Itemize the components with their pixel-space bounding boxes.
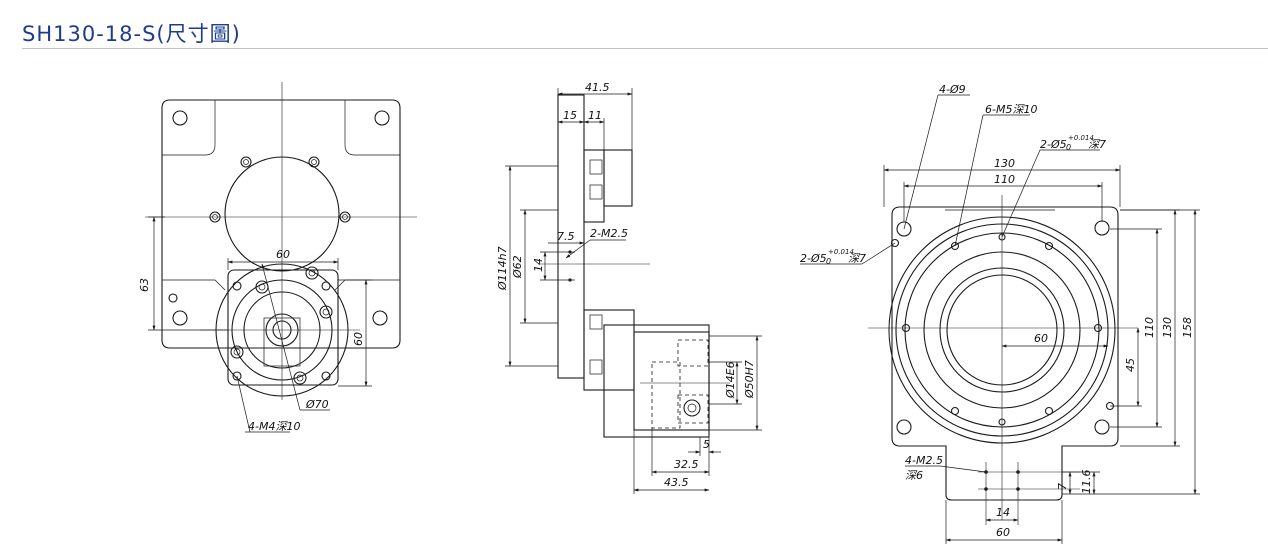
dim-130-side: 130 [1161,317,1174,338]
pin-tolerance-right: +0.014 [1068,134,1094,142]
dim-45: 45 [1124,358,1137,372]
dim-15: 15 [563,109,577,122]
pin-tolerance-zero-right: 0 [1066,143,1071,152]
dim-11-6: 11.6 [1080,470,1093,495]
title-underline [22,48,1268,49]
front-view: 60 63 60 Ø70 4-M4深10 [138,82,417,433]
pin-tolerance-left: +0.014 [828,248,854,256]
callout-6-m5: 6-M5深10 [985,103,1037,116]
callout-pin-left: 2-Ø5 [800,252,827,265]
dim-11: 11 [588,109,602,122]
dim-phi50: Ø50H7 [743,360,756,399]
dim-60-top: 60 [276,248,290,261]
dim-130-top: 130 [994,157,1015,170]
callout-m4: 4-M4深10 [248,420,300,433]
dim-14: 14 [532,258,545,272]
dim-14-bottom: 14 [996,506,1010,519]
pin-tolerance-zero-left: 0 [826,257,831,266]
pin-depth-left: 深7 [848,252,866,265]
pin-depth-right: 深7 [1088,138,1106,151]
dim-43-5: 43.5 [664,476,689,489]
dim-60-bottom: 60 [996,526,1010,539]
callout-depth-6: 深6 [905,469,923,482]
dim-110-side: 110 [1143,317,1156,338]
dim-60-center: 60 [1034,332,1048,345]
side-view: 41.5 15 11 7.5 2-M2.5 14 Ø114h7 Ø62 [496,81,762,494]
rear-view: 130 110 4-Ø9 6-M5深10 2-Ø5 +0.014 0 深7 2-… [800,83,1200,544]
dim-63: 63 [138,278,151,292]
callout-pin-right: 2-Ø5 [1040,138,1067,151]
callout-4-m2-5: 4-M2.5 [905,454,943,467]
dim-41-5: 41.5 [585,81,610,94]
dim-7: 7 [1056,483,1069,490]
dim-110-top: 110 [994,173,1015,186]
dim-phi14: Ø14E6 [724,361,737,399]
dim-60-side: 60 [352,332,365,346]
dim-158: 158 [1181,317,1194,338]
callout-4-phi9: 4-Ø9 [939,83,966,96]
dim-7-5: 7.5 [557,230,575,243]
dim-phi70: Ø70 [305,398,329,411]
dim-phi114: Ø114h7 [496,246,509,291]
page-title: SH130-18-S(尺寸圖) [22,22,241,46]
callout-m2-5: 2-M2.5 [590,227,628,240]
dim-phi62: Ø62 [511,255,524,279]
dim-5: 5 [703,438,710,451]
dim-32-5: 32.5 [674,458,699,471]
